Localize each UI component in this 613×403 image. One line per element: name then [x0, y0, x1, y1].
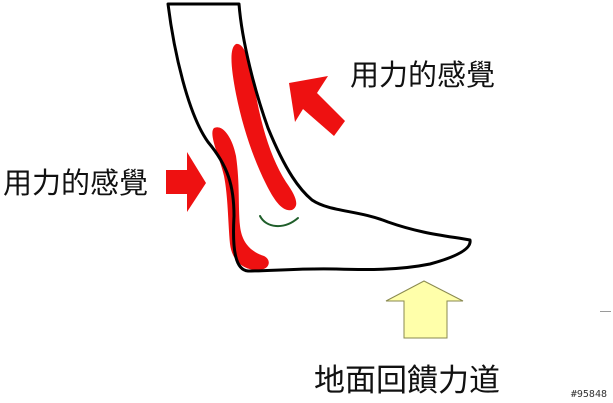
watermark: #95848: [570, 389, 607, 400]
edge-tick: [600, 311, 611, 312]
leg-outline: [166, 2, 472, 273]
upper-force-arrow-icon: [289, 76, 345, 136]
shin-pressure-zone: [231, 43, 297, 211]
heel-pressure-zone: [212, 127, 269, 270]
ground-feedback-label: 地面回饋力道: [314, 363, 500, 399]
ground-reaction-arrow-icon: [385, 280, 464, 339]
ankle-curve: [259, 215, 299, 227]
upper-sensation-label: 用力的感覺: [350, 58, 496, 92]
left-sensation-label: 用力的感覺: [3, 166, 149, 200]
left-force-arrow-icon: [166, 152, 206, 212]
